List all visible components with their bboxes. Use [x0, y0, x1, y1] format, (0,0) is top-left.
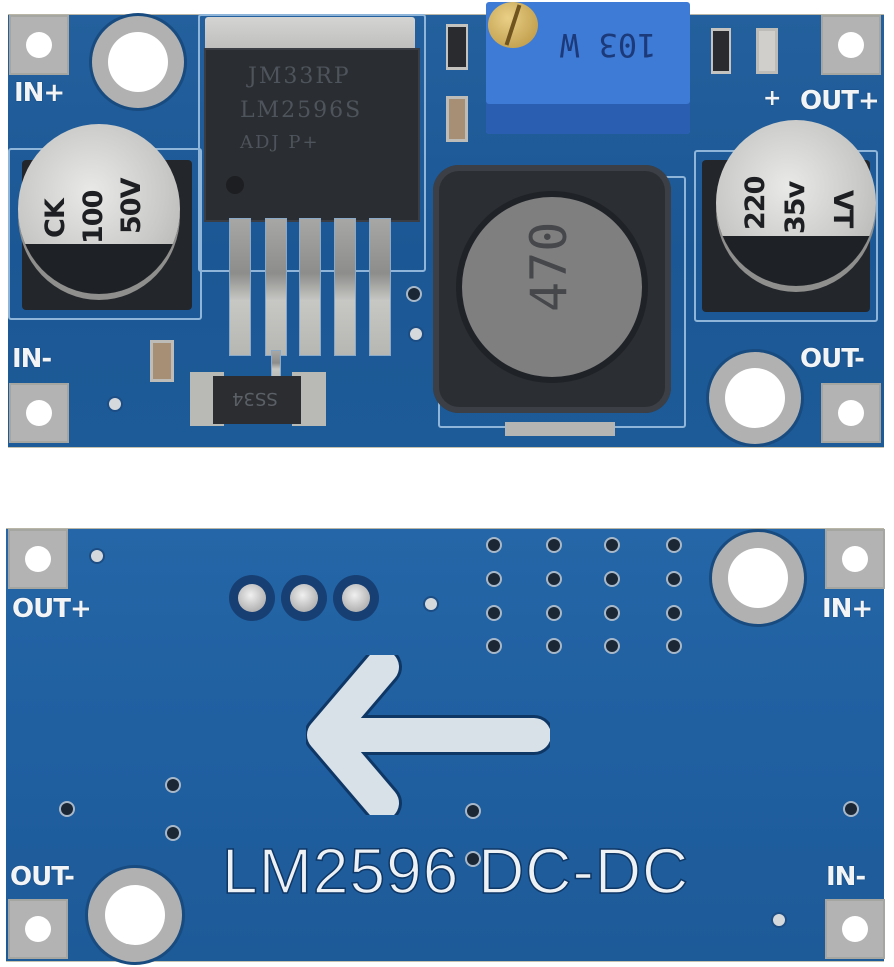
via — [408, 288, 420, 300]
via — [668, 573, 680, 585]
capacitor-polarity-stripe — [716, 236, 876, 286]
inductor-core — [462, 197, 642, 377]
pad-hole — [25, 916, 51, 942]
pad-out-minus — [8, 899, 68, 959]
label-in-plus: IN+ — [822, 594, 873, 624]
via — [167, 827, 179, 839]
via — [467, 805, 479, 817]
via — [668, 607, 680, 619]
ic-marking-line3: ADJ P+ — [240, 132, 320, 153]
via — [488, 573, 500, 585]
label-out-plus: OUT+ — [800, 86, 880, 116]
via — [606, 539, 618, 551]
via — [548, 607, 560, 619]
output-cap-marking-3: VT — [827, 190, 858, 228]
label-in-minus: IN- — [12, 344, 52, 374]
ic-pin — [265, 218, 287, 356]
pad-in-minus — [825, 899, 885, 959]
via — [548, 573, 560, 585]
label-out-minus: OUT- — [10, 862, 75, 892]
pad-hole — [838, 32, 864, 58]
input-cap-marking-1: CK — [40, 199, 71, 238]
via — [488, 607, 500, 619]
via — [488, 539, 500, 551]
ic-marking-line1: JM33RP — [248, 64, 351, 89]
ic-pin — [369, 218, 391, 356]
pad-hole — [25, 546, 51, 572]
mounting-hole — [92, 16, 184, 108]
inductor-terminal — [505, 422, 615, 436]
via — [548, 539, 560, 551]
ic-pin — [334, 218, 356, 356]
output-cap-marking-2: 35v — [780, 181, 811, 234]
output-capacitor — [716, 120, 876, 286]
via — [425, 598, 437, 610]
via — [668, 640, 680, 652]
via — [91, 550, 103, 562]
capacitor-polarity-stripe — [18, 244, 180, 294]
mounting-hole-center — [725, 368, 785, 428]
smd-resistor — [711, 28, 731, 74]
smd-led — [756, 28, 778, 74]
input-cap-marking-3: 50V — [116, 178, 147, 234]
via — [167, 779, 179, 791]
pad-out-minus — [821, 383, 881, 443]
smd-capacitor — [150, 340, 174, 382]
mounting-hole-center — [728, 548, 788, 608]
via — [548, 640, 560, 652]
pad-hole — [26, 400, 52, 426]
schottky-diode — [213, 376, 301, 424]
mounting-hole — [712, 532, 804, 624]
diode-marking: SS34 — [232, 388, 278, 409]
label-out-minus: OUT- — [800, 344, 865, 374]
label-out-plus: OUT+ — [12, 594, 92, 624]
mounting-hole-center — [108, 32, 168, 92]
label-led-plus: + — [763, 86, 781, 111]
pad-out-plus — [8, 529, 68, 589]
ic-pin1-dot — [226, 176, 244, 194]
via — [606, 607, 618, 619]
output-cap-marking-1: 220 — [740, 176, 771, 230]
via — [668, 539, 680, 551]
via — [410, 328, 422, 340]
pad-in-plus — [9, 15, 69, 75]
smd-capacitor — [446, 96, 468, 142]
ic-lm2596s — [204, 48, 420, 222]
via — [606, 640, 618, 652]
through-hole-pad — [281, 575, 327, 621]
pad-out-plus — [821, 15, 881, 75]
inductor-marking: 470 — [520, 221, 578, 312]
via — [488, 640, 500, 652]
pot-marking: 103 W — [560, 26, 657, 64]
via — [606, 573, 618, 585]
pad-hole — [842, 916, 868, 942]
via — [109, 398, 121, 410]
via — [61, 803, 73, 815]
through-hole-pad — [229, 575, 275, 621]
via — [773, 914, 785, 926]
pad-hole — [842, 546, 868, 572]
pad-in-minus — [9, 383, 69, 443]
label-in-minus: IN- — [826, 862, 866, 892]
ic-pin — [229, 218, 251, 356]
pad-hole — [26, 32, 52, 58]
input-capacitor — [18, 124, 180, 294]
via — [845, 803, 857, 815]
label-in-plus: IN+ — [14, 78, 65, 108]
ic-heatsink-tab — [205, 17, 415, 51]
board-title: LM2596 DC-DC — [221, 834, 690, 908]
via — [467, 853, 479, 865]
pad-hole — [838, 400, 864, 426]
input-cap-marking-2: 100 — [78, 190, 109, 244]
ic-pin — [299, 218, 321, 356]
mounting-hole — [88, 868, 182, 962]
mounting-hole — [709, 352, 801, 444]
smd-resistor — [446, 24, 468, 70]
pad-in-plus — [825, 529, 885, 589]
through-hole-pad — [333, 575, 379, 621]
arrow-left-icon — [306, 655, 550, 815]
mounting-hole-center — [105, 885, 165, 945]
ic-marking-line2: LM2596S — [240, 98, 363, 123]
